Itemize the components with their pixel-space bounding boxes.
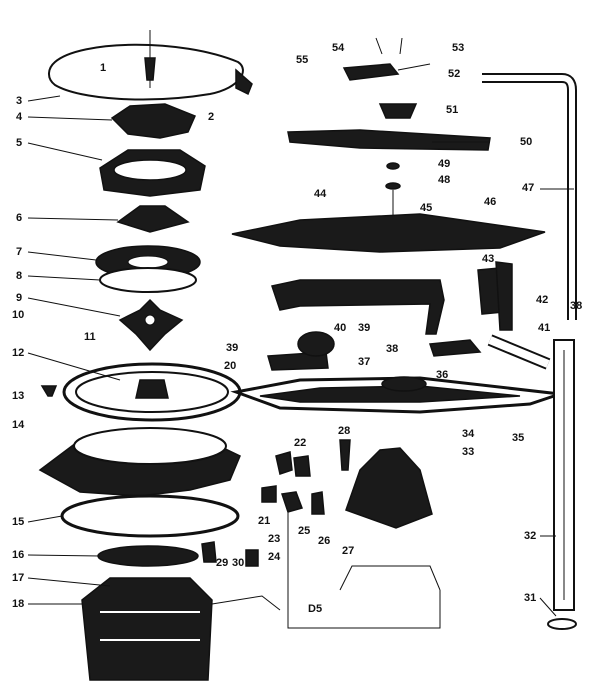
motor-part bbox=[81, 577, 281, 681]
label-39-left: 39 bbox=[226, 342, 238, 354]
label-17: 17 bbox=[12, 572, 24, 584]
label-44: 44 bbox=[314, 188, 327, 200]
nozzle-part bbox=[342, 37, 403, 81]
label-24: 24 bbox=[268, 551, 281, 563]
label-46: 46 bbox=[484, 196, 496, 208]
ring-plate-part bbox=[99, 267, 197, 293]
label-27: 27 bbox=[342, 545, 354, 557]
label-40: 40 bbox=[334, 322, 346, 334]
screw-part bbox=[40, 385, 58, 397]
upper-housing-part bbox=[99, 149, 206, 197]
label-38-right: 38 bbox=[570, 300, 582, 312]
filter-plate-part bbox=[97, 545, 199, 567]
label-50: 50 bbox=[520, 136, 532, 148]
label-20: 20 bbox=[224, 360, 236, 372]
cone-part bbox=[116, 205, 190, 233]
screen-filter-part bbox=[339, 447, 441, 591]
part-number-labels: 1 2 3 4 5 6 7 8 9 10 11 12 13 14 15 16 1… bbox=[12, 42, 582, 615]
label-8: 8 bbox=[16, 270, 22, 282]
label-36: 36 bbox=[436, 369, 448, 381]
label-23: 23 bbox=[268, 533, 280, 545]
label-11: 11 bbox=[84, 331, 96, 343]
label-4: 4 bbox=[16, 111, 23, 123]
bracket-outline bbox=[287, 512, 441, 629]
label-14: 14 bbox=[12, 419, 25, 431]
label-52: 52 bbox=[448, 68, 460, 80]
label-26: 26 bbox=[318, 535, 330, 547]
label-10: 10 bbox=[12, 309, 24, 321]
label-53: 53 bbox=[452, 42, 464, 54]
label-48: 48 bbox=[438, 174, 450, 186]
label-34: 34 bbox=[462, 428, 475, 440]
feed-tube-part bbox=[271, 261, 513, 335]
label-3: 3 bbox=[16, 95, 22, 107]
label-22: 22 bbox=[294, 437, 306, 449]
label-47: 47 bbox=[522, 182, 534, 194]
label-43: 43 bbox=[482, 253, 494, 265]
label-5: 5 bbox=[16, 137, 22, 149]
label-30: 30 bbox=[232, 557, 244, 569]
callout-d5: D5 bbox=[308, 603, 322, 615]
label-38-center: 38 bbox=[386, 343, 398, 355]
label-32: 32 bbox=[524, 530, 536, 542]
label-9: 9 bbox=[16, 292, 22, 304]
riser-tube-part bbox=[482, 73, 577, 630]
star-cap-part bbox=[110, 103, 196, 139]
label-6: 6 bbox=[16, 212, 22, 224]
label-21: 21 bbox=[258, 515, 270, 527]
washer-part bbox=[385, 162, 401, 216]
label-2: 2 bbox=[208, 111, 214, 123]
label-42: 42 bbox=[536, 294, 548, 306]
label-54: 54 bbox=[332, 42, 345, 54]
connector-part bbox=[267, 331, 482, 371]
cap-part bbox=[378, 103, 418, 119]
label-12: 12 bbox=[12, 347, 24, 359]
lower-wash-arm-part bbox=[230, 376, 561, 414]
top-ring-part bbox=[48, 30, 253, 101]
upper-spray-arm-part bbox=[287, 129, 491, 151]
label-45: 45 bbox=[420, 202, 432, 214]
label-37: 37 bbox=[358, 356, 370, 368]
pump-bowl-part bbox=[62, 362, 242, 422]
label-7: 7 bbox=[16, 246, 22, 258]
label-49: 49 bbox=[438, 158, 450, 170]
label-41: 41 bbox=[538, 322, 550, 334]
label-29: 29 bbox=[216, 557, 228, 569]
label-33: 33 bbox=[462, 446, 474, 458]
label-15: 15 bbox=[12, 516, 24, 528]
label-55: 55 bbox=[296, 54, 308, 66]
label-16: 16 bbox=[12, 549, 24, 561]
label-35: 35 bbox=[512, 432, 524, 444]
label-18: 18 bbox=[12, 598, 24, 610]
label-39-center: 39 bbox=[358, 322, 370, 334]
pump-base-part bbox=[38, 427, 241, 497]
label-51: 51 bbox=[446, 104, 458, 116]
leader-lines bbox=[27, 63, 574, 617]
label-13: 13 bbox=[12, 390, 24, 402]
label-25: 25 bbox=[298, 525, 310, 537]
label-28: 28 bbox=[338, 425, 350, 437]
gasket-ring-part bbox=[60, 494, 240, 538]
impeller-part bbox=[118, 298, 184, 352]
small-fittings-part bbox=[201, 439, 351, 567]
middle-spray-arm-part bbox=[231, 213, 546, 253]
label-31: 31 bbox=[524, 592, 536, 604]
label-1: 1 bbox=[100, 62, 106, 74]
